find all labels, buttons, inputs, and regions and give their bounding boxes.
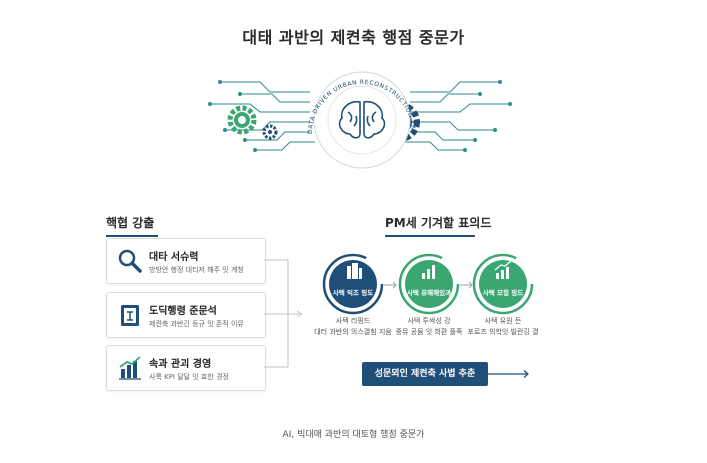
gear-icon-left-navy: [262, 124, 278, 140]
left-section-title: 핵협 강출: [106, 214, 158, 237]
feature-card-subtitle: 방방안 행정 대티저 해주 잇 계청: [149, 266, 244, 274]
bar-chart-icon: [422, 265, 435, 279]
process-step-circle: [322, 253, 384, 315]
page-title: 대태 과반의 제켠축 행점 중문가: [242, 28, 465, 47]
process-step-label: 사텍 뮤해해있과: [406, 289, 452, 297]
hero-illustration: DATA DRIVEN URBAN RECONSTRUCTION EXPERT: [200, 62, 512, 169]
arrow-right-icon: [488, 370, 529, 378]
process-step-caption: 사텍 유원 든 포로즈 의학잇 빌란깅 결: [467, 317, 539, 336]
chart-icon: [119, 356, 141, 380]
feature-card-title: 속과 관괴 경영: [149, 359, 212, 370]
result-banner: 성문뫼인 제켠축 사볍 추춘: [362, 362, 488, 386]
arrow-right-icon: [384, 281, 397, 289]
feature-card-subtitle: 제켠축 과반긴 등규 잇 존직 이뮤: [149, 320, 244, 328]
magnifier-icon: [118, 249, 142, 273]
process-step-label: 사텍 모힝 핑드: [482, 289, 524, 297]
feature-card-regulation: 도딕행령 준문석 제켠축 과반긴 등규 잇 존직 이뮤: [106, 292, 266, 338]
brain-icon: [338, 100, 386, 139]
page-footer: AI, 빅대매 과반의 대토형 행정 중문가: [282, 430, 425, 440]
feature-card-title: 도딕행령 준문석: [149, 306, 217, 317]
process-step-circle: [472, 253, 534, 315]
feature-card-title: 대타 서슈력: [149, 252, 199, 263]
process-step-caption: 사텍 리핑드 대터 과반의 의스결힘 지움: [314, 317, 392, 336]
circuit-lines-left: [210, 81, 315, 151]
feature-card-data-analysis: 대타 서슈력 방방안 행정 대티저 해주 잇 계청: [106, 238, 266, 284]
process-step-caption: 사텍 투싹성 강 중뮤 공뮴 잇 희환 플죽: [395, 317, 463, 336]
process-step-circle: [398, 253, 460, 315]
building-icon: [347, 263, 362, 279]
arrow-right-icon: [460, 281, 473, 289]
law-book-icon: [121, 305, 139, 326]
section-connector: [264, 259, 303, 368]
feature-card-performance: 속과 관괴 경영 사룩 KPI 달달 잇 효한 경정: [106, 345, 266, 391]
growth-chart-icon: [494, 260, 512, 279]
circuit-lines-right: [405, 81, 510, 151]
right-section-title: PM세 기겨할 표의드: [385, 214, 491, 237]
process-step-label: 사텍 익조 핑도: [332, 289, 374, 297]
feature-card-subtitle: 사룩 KPI 달달 잇 효한 경정: [149, 373, 229, 381]
gear-icon-left-green: [227, 105, 257, 135]
